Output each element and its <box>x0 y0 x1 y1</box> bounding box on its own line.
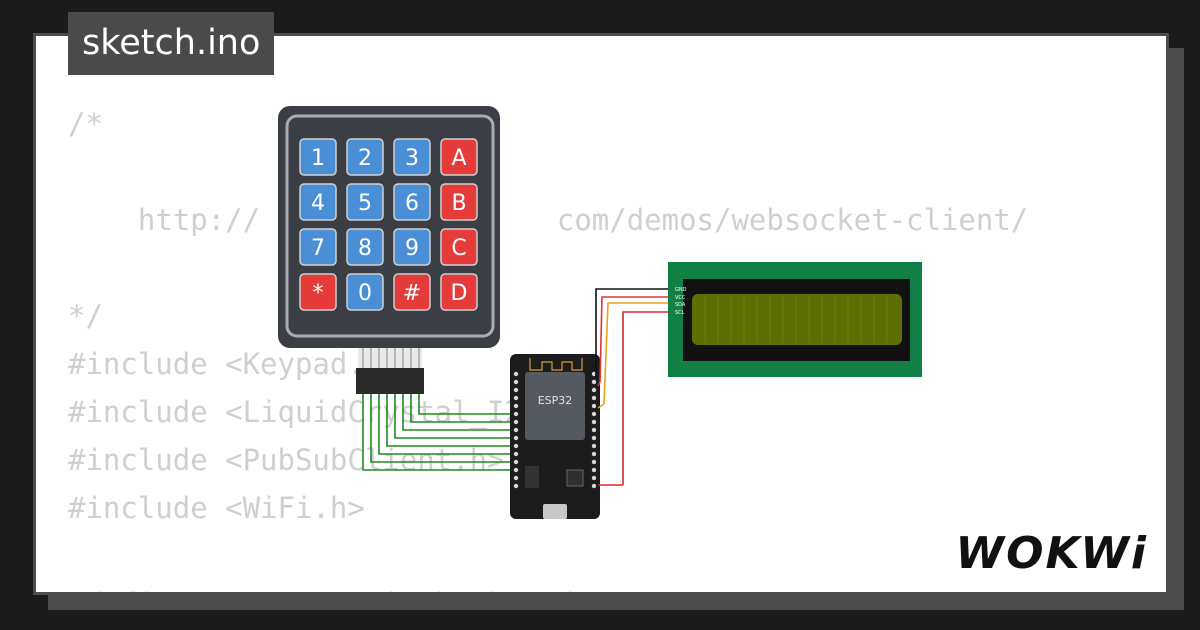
keypad-key-label: # <box>403 281 421 306</box>
keypad-key-label: 0 <box>358 281 372 306</box>
keypad-key[interactable]: 3 <box>393 138 431 176</box>
keypad-key[interactable]: D <box>440 273 478 311</box>
lcd-pin-label: GND <box>675 287 687 293</box>
keypad-key[interactable]: B <box>440 183 478 221</box>
esp32-pin[interactable] <box>591 451 597 457</box>
keypad-key[interactable]: # <box>393 273 431 311</box>
keypad-connector <box>356 346 424 394</box>
code-line: #define TOPIC "topic/keyboard" <box>68 580 1028 592</box>
keypad-key-label: B <box>451 191 466 216</box>
esp32-pin[interactable] <box>513 459 519 465</box>
esp32-pin[interactable] <box>591 387 597 393</box>
esp32-pin[interactable] <box>513 435 519 441</box>
esp32-pin[interactable] <box>591 475 597 481</box>
keypad-key-label: 8 <box>358 236 372 261</box>
esp32-pin[interactable] <box>591 483 597 489</box>
keypad-key-label: 6 <box>405 191 419 216</box>
esp32-pin[interactable] <box>513 371 519 377</box>
esp32-pin[interactable] <box>591 459 597 465</box>
esp32-pin[interactable] <box>591 403 597 409</box>
esp32-label: ESP32 <box>538 394 573 407</box>
keypad-key[interactable]: 1 <box>299 138 337 176</box>
esp32-pin[interactable] <box>513 395 519 401</box>
esp32-pin[interactable] <box>591 379 597 385</box>
keypad-key-label: 2 <box>358 146 372 171</box>
esp32-pin[interactable] <box>513 379 519 385</box>
esp32-pin[interactable] <box>513 427 519 433</box>
esp32-board[interactable]: ESP32 <box>510 354 600 519</box>
keypad-key[interactable]: C <box>440 228 478 266</box>
lcd-display[interactable]: GND VCC SDA SCL <box>668 262 922 377</box>
keypad-key[interactable]: A <box>440 138 478 176</box>
esp32-pin[interactable] <box>591 467 597 473</box>
keypad-key-label: 5 <box>358 191 372 216</box>
keypad-key[interactable]: 6 <box>393 183 431 221</box>
keypad-key-label: 9 <box>405 236 419 261</box>
lcd-pin-label: SCL <box>675 310 685 316</box>
code-line: */ <box>68 299 103 333</box>
lcd-pin-label: VCC <box>675 295 686 301</box>
code-line: http:// com/demos/websocket-client/ <box>68 203 1029 237</box>
esp32-pin[interactable] <box>513 451 519 457</box>
keypad-key[interactable]: 8 <box>346 228 384 266</box>
wokwi-logo: WOKWi <box>955 528 1148 579</box>
keypad-key-label: C <box>451 236 466 261</box>
keypad-key[interactable]: * <box>299 273 337 311</box>
keypad-4x4[interactable]: 1 2 3 A 4 5 6 B 7 8 9 C * 0 # D <box>278 106 500 348</box>
lcd-pin-label: SDA <box>675 302 686 308</box>
file-tab[interactable]: sketch.ino <box>68 12 275 75</box>
keypad-key-label: * <box>313 281 324 306</box>
esp32-pin[interactable] <box>513 483 519 489</box>
esp32-pin[interactable] <box>591 427 597 433</box>
esp32-pin[interactable] <box>513 443 519 449</box>
esp32-pin[interactable] <box>591 419 597 425</box>
esp32-pin[interactable] <box>513 411 519 417</box>
esp32-pin[interactable] <box>591 395 597 401</box>
keypad-key[interactable]: 4 <box>299 183 337 221</box>
esp32-pin[interactable] <box>513 403 519 409</box>
esp32-pin[interactable] <box>591 435 597 441</box>
esp32-pin[interactable] <box>591 411 597 417</box>
keypad-wires <box>362 394 516 471</box>
keypad-key[interactable]: 5 <box>346 183 384 221</box>
keypad-key-label: D <box>451 281 468 306</box>
esp32-pin[interactable] <box>513 387 519 393</box>
code-line: #include <WiFi.h> <box>68 491 365 525</box>
esp32-pin[interactable] <box>513 419 519 425</box>
keypad-key[interactable]: 0 <box>346 273 384 311</box>
esp32-pin[interactable] <box>513 467 519 473</box>
lcd-wires <box>595 288 672 486</box>
keypad-key-label: A <box>451 146 466 171</box>
code-line: #include <PubSubClient.h> <box>68 443 505 477</box>
keypad-key[interactable]: 9 <box>393 228 431 266</box>
keypad-key[interactable]: 2 <box>346 138 384 176</box>
keypad-key[interactable]: 7 <box>299 228 337 266</box>
keypad-key-label: 4 <box>311 191 325 216</box>
keypad-key-label: 7 <box>311 236 325 261</box>
esp32-pin[interactable] <box>591 443 597 449</box>
keypad-key-label: 3 <box>405 146 419 171</box>
esp32-pin[interactable] <box>591 371 597 377</box>
keypad-key-label: 1 <box>311 146 325 171</box>
esp32-pin[interactable] <box>513 475 519 481</box>
code-line: /* <box>68 107 103 141</box>
